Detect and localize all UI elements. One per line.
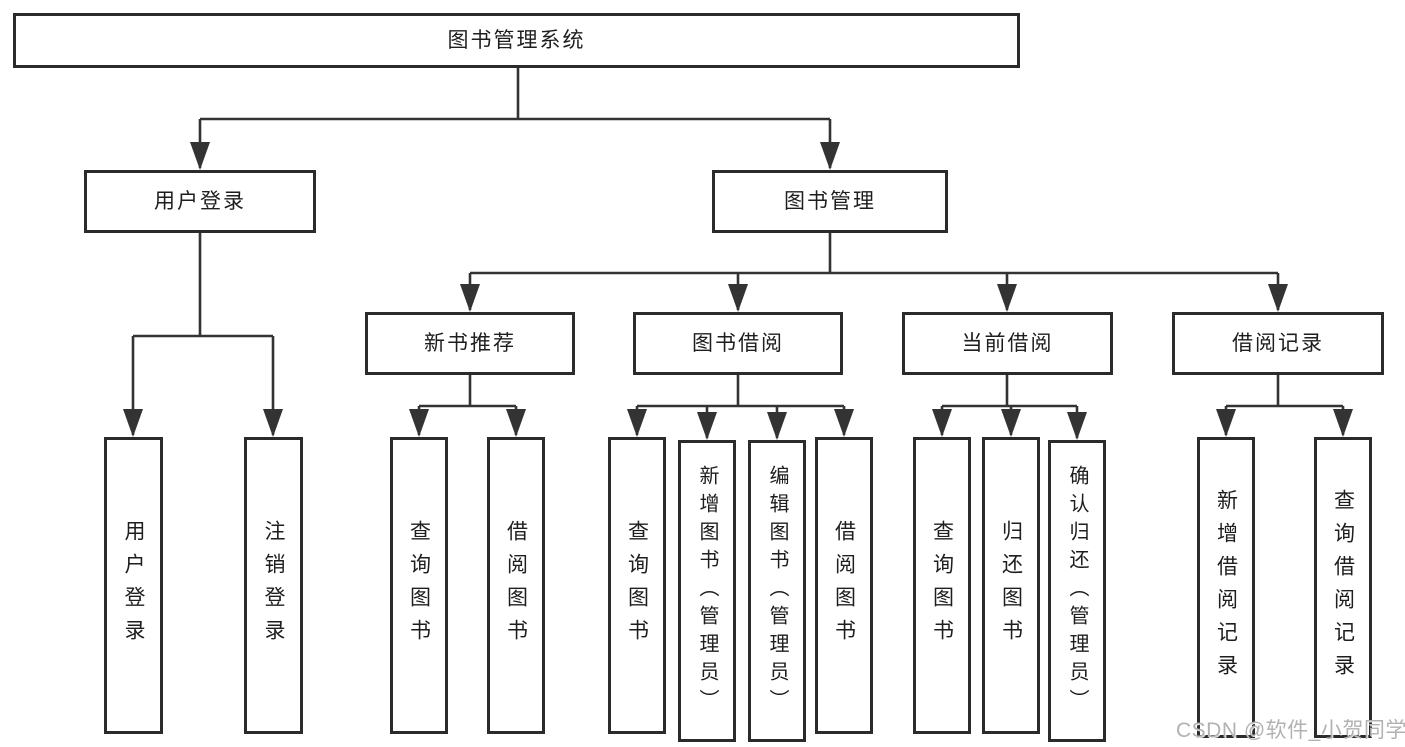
leaf-edit-book-admin-label: 编辑图书（管理员） <box>766 465 788 717</box>
leaf-edit-book-admin: 编辑图书（管理员） <box>748 440 806 742</box>
leaf-borrow-book-1-label: 借阅图书 <box>504 519 528 652</box>
node-new-book-recommend-label: 新书推荐 <box>424 332 516 355</box>
node-book-borrow-label: 图书借阅 <box>692 332 784 355</box>
leaf-query-book-3: 查询图书 <box>913 437 971 734</box>
connector-group-new-book <box>409 375 526 437</box>
node-current-borrow: 当前借阅 <box>902 312 1113 375</box>
leaf-add-book-admin: 新增图书（管理员） <box>678 440 736 742</box>
leaf-borrow-book-2: 借阅图书 <box>815 437 873 734</box>
node-user-login: 用户登录 <box>84 170 316 233</box>
leaf-query-book-3-label: 查询图书 <box>930 519 954 652</box>
leaf-query-borrow-record: 查询借阅记录 <box>1314 437 1372 738</box>
leaf-query-book-1: 查询图书 <box>390 437 448 734</box>
leaf-confirm-return-admin-label: 确认归还（管理员） <box>1066 465 1088 717</box>
node-book-borrow: 图书借阅 <box>633 312 843 375</box>
connector-group-book-borrow <box>627 375 854 440</box>
leaf-add-book-admin-label: 新增图书（管理员） <box>696 465 718 717</box>
connector-group-user-login <box>123 233 283 437</box>
node-book-management: 图书管理 <box>712 170 948 233</box>
leaf-query-book-2: 查询图书 <box>608 437 666 734</box>
leaf-borrow-book-2-label: 借阅图书 <box>832 519 856 652</box>
leaf-add-borrow-record: 新增借阅记录 <box>1197 437 1255 738</box>
leaf-return-book: 归还图书 <box>982 437 1040 734</box>
connector-group-root <box>190 68 840 170</box>
node-root: 图书管理系统 <box>13 13 1020 68</box>
node-borrow-records: 借阅记录 <box>1172 312 1384 375</box>
node-root-label: 图书管理系统 <box>447 29 586 52</box>
leaf-query-borrow-record-label: 查询借阅记录 <box>1331 488 1355 687</box>
leaf-return-book-label: 归还图书 <box>999 519 1023 652</box>
leaf-borrow-book-1: 借阅图书 <box>487 437 545 734</box>
leaf-confirm-return-admin: 确认归还（管理员） <box>1048 440 1106 742</box>
node-current-borrow-label: 当前借阅 <box>961 332 1054 355</box>
connector-group-current-borrow <box>932 375 1087 440</box>
leaf-logout-label: 注销登录 <box>262 519 285 652</box>
node-book-management-label: 图书管理 <box>784 190 876 213</box>
leaf-logout: 注销登录 <box>244 437 303 734</box>
node-borrow-records-label: 借阅记录 <box>1232 332 1324 355</box>
leaf-user-login: 用户登录 <box>104 437 163 734</box>
leaf-add-borrow-record-label: 新增借阅记录 <box>1214 488 1238 687</box>
leaf-query-book-1-label: 查询图书 <box>407 519 431 652</box>
csdn-watermark: CSDN @软件_小贺同学 <box>1176 719 1405 742</box>
leaf-user-login-label: 用户登录 <box>122 519 145 652</box>
connector-group-borrow-records <box>1216 375 1353 437</box>
node-user-login-label: 用户登录 <box>154 190 246 213</box>
node-new-book-recommend: 新书推荐 <box>365 312 575 375</box>
leaf-query-book-2-label: 查询图书 <box>625 519 649 652</box>
connector-group-book-management <box>460 233 1288 312</box>
